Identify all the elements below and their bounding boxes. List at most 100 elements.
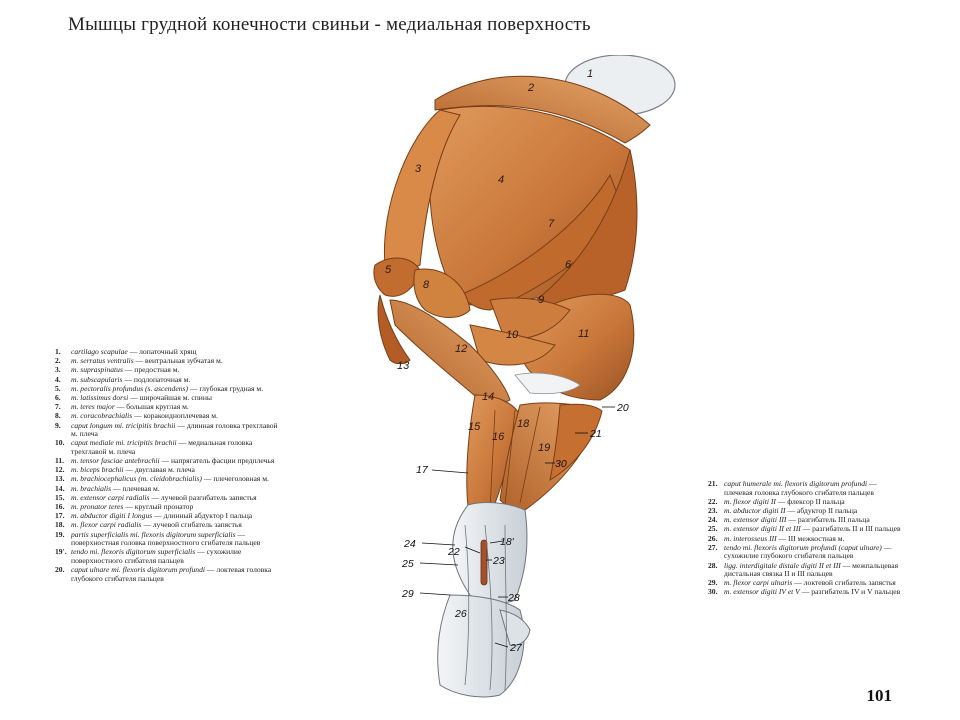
legend-number: 26.: [708, 533, 718, 543]
legend-latin: m. extensor carpi radialis: [71, 492, 150, 502]
label-4: 4: [498, 174, 504, 186]
muscle-biceps: [389, 299, 511, 405]
label-18prime: 18': [500, 536, 515, 548]
legend-number: 14.: [55, 483, 65, 493]
legend-number: 10.: [55, 438, 65, 448]
legend-number: 18.: [55, 520, 65, 530]
legend-latin: m. flexor carpi radialis: [71, 520, 142, 530]
legend-number: 20.: [55, 565, 65, 575]
legend-item: 30.m. extensor digiti IV et V — разгибат…: [708, 588, 903, 597]
legend-russian: — напрягатель фасции предплечья: [159, 456, 275, 466]
label-20: 20: [616, 402, 629, 414]
legend-russian: — глубокая грудная м.: [188, 383, 264, 393]
legend-text: caput ulnare mi. flexoris digitorum prof…: [71, 565, 280, 583]
legend-text: cartilago scapulae — лопаточный хрящ: [71, 347, 280, 357]
legend-russian: — межпальцевая дистальная связка II и II…: [724, 560, 899, 579]
muscle-flexor-digiti-ii: [480, 539, 488, 586]
legend-text: m. extensor digiti IV et V — разгибатель…: [724, 588, 903, 597]
carpus-tendons: [452, 502, 528, 604]
legend-item: 15. m. extensor carpi radialis — лучевой …: [55, 492, 280, 503]
legend-item: 10.caput mediale mi. tricipitis brachii …: [55, 438, 280, 456]
legend-latin: m. brachiocephalicus (m. cleidobrachiali…: [71, 474, 202, 484]
legend-item: 18.m. flexor carpi radialis — лучевой сг…: [55, 521, 280, 530]
legend-item: 22. m. flexor digiti II — флексор II паль…: [708, 496, 903, 507]
legend-text: m. extensor carpi radialis — лучевой раз…: [71, 492, 280, 503]
legend-latin: caput mediale mi. tricipitis brachii: [71, 438, 177, 448]
label-1: 1: [587, 68, 593, 80]
legend-item: 26.m. interosseus III — III межкостная м…: [708, 533, 903, 544]
legend-latin: m. abductor digiti I longus: [71, 511, 153, 521]
legend-number: 19.: [55, 529, 65, 539]
label-29: 30: [555, 458, 567, 470]
legend-russian: — вентральная зубчатая м.: [133, 356, 223, 366]
label-6: 6: [565, 259, 572, 271]
label-24: 24: [403, 538, 416, 550]
legend-russian: — длинный абдуктор I пальца: [152, 511, 253, 521]
muscle-serratus: [434, 75, 651, 144]
legend-item: 27.tendo mi. flexoris digitorum profundi…: [708, 543, 903, 561]
legend-latin: m. biceps brachii: [71, 465, 124, 475]
legend-russian: — лопаточный хрящ: [127, 347, 197, 356]
legend-number: 25.: [708, 524, 718, 534]
legend-item: 7.m. teres major — большая круглая м.: [55, 402, 280, 412]
legend-russian: — плечевая головка глубокого сгибателя п…: [724, 479, 877, 497]
legend-russian: — большая круглая м.: [114, 402, 189, 412]
legend-text: m. pectoralis profundus (s. ascendens) —…: [71, 383, 280, 394]
legend-text: tendo mi. flexoris digitorum superficial…: [71, 548, 280, 565]
legend-number: 9.: [55, 420, 61, 430]
legend-text: m. flexor digiti II — флексор II пальца: [724, 497, 903, 507]
legend-item: 1.cartilago scapulae — лопаточный хрящ: [55, 347, 280, 357]
legend-russian: — круглый пронатор: [123, 502, 194, 511]
legend-russian: — локтевая головка глубокого сгибателя п…: [71, 565, 272, 583]
legend-russian: — широчайшая м. спины: [128, 392, 213, 402]
label-3: 3: [415, 163, 422, 175]
legend-text: m. biceps brachii — двуглавая м. плеча: [71, 465, 280, 475]
legend-number: 13.: [55, 474, 65, 484]
muscle-diagram: 1 2 3 4 5 6 7 8 9 10 11 12 13 14 15 16 1…: [373, 55, 676, 698]
label-21: 21: [589, 428, 602, 440]
legend-russian: — двуглавая м. плеча: [123, 465, 195, 475]
muscle-coracobrachialis: [413, 268, 471, 318]
legend-latin: m. extensor digiti II et III: [724, 524, 801, 534]
legend-latin: m. pectoralis profundus (s. ascendens): [71, 383, 188, 393]
legend-latin: m. coracobrachialis: [71, 411, 133, 421]
legend-text: m. flexor carpi ulnaris — локтевой сгиба…: [724, 578, 903, 588]
legend-text: m. abductor digiti II — абдуктор II паль…: [724, 506, 903, 516]
legend-latin: m. brachialis: [71, 483, 112, 493]
legend-text: partis superficialis mi. flexoris digito…: [71, 530, 280, 548]
legend-item: 2.m. serratus ventralis — вентральная зу…: [55, 356, 280, 366]
legend-russian: — подлопаточная м.: [122, 374, 191, 384]
label-15: 15: [468, 421, 481, 433]
legend-text: m. subscapularis — подлопаточная м.: [71, 374, 280, 385]
label-12: 12: [455, 343, 467, 355]
label-5: 5: [385, 264, 392, 276]
label-9: 9: [538, 294, 544, 306]
legend-text: m. extensor digiti II et III — разгибате…: [724, 525, 903, 534]
legend-item: 25. m. extensor digiti II et III — разгиб…: [708, 525, 903, 534]
legend-item: 11.m. tensor fasciae antebrachii — напря…: [55, 456, 280, 466]
legend-latin: cartilago scapulae: [71, 347, 128, 356]
legend-latin: caput humerale mi. flexoris digitorum pr…: [724, 479, 868, 488]
legend-item: 4.m. subscapularis — подлопаточная м.: [55, 374, 280, 385]
legend-text: m. supraspinatus — предостная м.: [71, 366, 280, 375]
label-23: 23: [492, 555, 505, 567]
legend-number: 16.: [55, 502, 65, 511]
legend-item: 6.m. latissimus dorsi — широчайшая м. сп…: [55, 392, 280, 403]
legend-latin: m. interosseus III: [724, 533, 777, 543]
label-26: 26: [454, 608, 467, 620]
legend-item: 21.caput humerale mi. flexoris digitorum…: [708, 479, 903, 497]
legend-number: 22.: [708, 496, 718, 506]
legend-item: 19'.tendo mi. flexoris digitorum superfi…: [55, 547, 280, 565]
legend-russian: — плечевая м.: [111, 483, 160, 493]
legend-number: 12.: [55, 465, 65, 475]
label-10: 10: [506, 329, 519, 341]
legend-text: m. brachialis — плечевая м.: [71, 483, 280, 494]
legend-item: 16.m. pronator teres — круглый пронатор: [55, 502, 280, 512]
page-title: Мышцы грудной конечности свиньи - медиал…: [68, 14, 591, 35]
label-13: 13: [397, 360, 410, 372]
legend-russian: — предостная м.: [122, 365, 180, 375]
legend-russian: — длинная головка трехглавой м. плеча: [71, 420, 278, 439]
legend-number: 15.: [55, 492, 65, 502]
legend-text: m. latissimus dorsi — широчайшая м. спин…: [71, 392, 280, 403]
